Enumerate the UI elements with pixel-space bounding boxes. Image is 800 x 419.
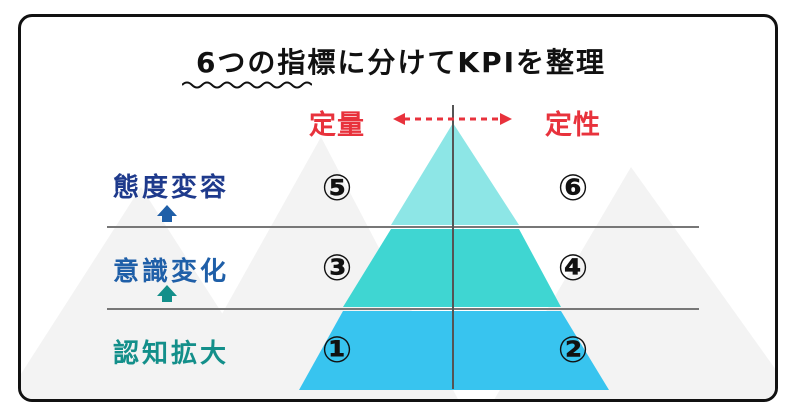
stage-awareness-change: 意識変化 bbox=[113, 257, 230, 287]
stage-recognition-expansion: 認知拡大 bbox=[113, 339, 230, 369]
diagram-card: 6つの指標に分けてKPIを整理 定量 定性 態度変容 bbox=[18, 14, 778, 402]
kpi-number-1: ① bbox=[321, 330, 353, 371]
up-arrow-icon bbox=[157, 205, 177, 222]
kpi-number-3: ③ bbox=[321, 248, 353, 289]
up-arrow-icon bbox=[157, 285, 177, 302]
pyramid-diagram bbox=[21, 105, 775, 399]
qualitative-label: 定性 bbox=[545, 110, 601, 141]
kpi-number-2: ② bbox=[557, 330, 589, 371]
kpi-number-6: ⑥ bbox=[557, 168, 589, 209]
diagram-title: 6つの指標に分けてKPIを整理 bbox=[195, 46, 607, 79]
kpi-number-5: ⑤ bbox=[321, 168, 353, 209]
pyramid-tier-top bbox=[391, 123, 519, 225]
stage-attitude-change: 態度変容 bbox=[113, 173, 230, 203]
kpi-number-4: ④ bbox=[557, 248, 589, 289]
double-arrow-icon bbox=[393, 113, 512, 125]
quantitative-label: 定量 bbox=[309, 110, 365, 141]
wavy-underline bbox=[182, 81, 312, 89]
